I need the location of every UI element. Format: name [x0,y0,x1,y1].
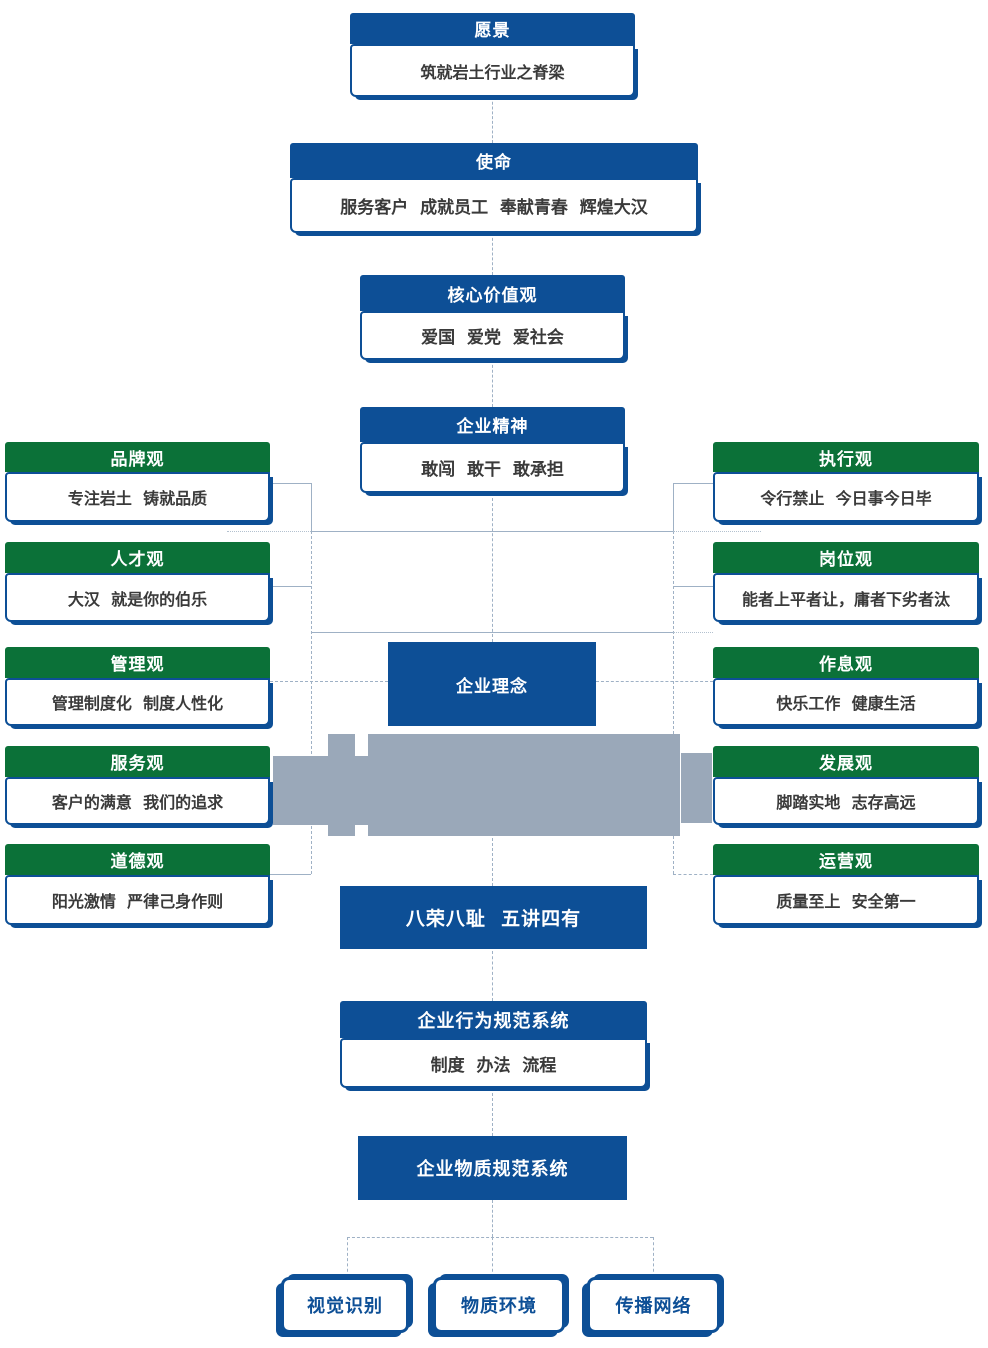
node-brand-body: 专注岩土 铸就品质 [5,472,270,522]
node-spirit-title: 企业精神 [360,407,625,442]
node-morality-title: 道德观 [5,844,270,875]
node-work-rest: 作息观 快乐工作 健康生活 [713,647,979,726]
connector-line [311,632,673,633]
node-vision-body: 筑就岩土行业之脊梁 [350,44,635,97]
node-operation: 运营观 质量至上 安全第一 [713,844,979,925]
connector-line [227,531,311,532]
connector-line [673,874,713,875]
node-position: 岗位观 能者上平者让，庸者下劣者汰 [713,542,979,622]
node-service: 服务观 客户的满意 我们的追求 [5,746,270,825]
node-operation-body: 质量至上 安全第一 [713,875,979,925]
node-development: 发展观 脚踏实地 志存高远 [713,746,979,825]
node-talent: 人才观 大汉 就是你的伯乐 [5,542,270,622]
node-vision: 愿景 筑就岩土行业之脊梁 [350,13,635,97]
node-core-values-body: 爱国 爱党 爱社会 [360,311,625,360]
node-talent-body: 大汉 就是你的伯乐 [5,573,270,622]
connector-line [311,483,312,531]
connector-line [270,874,311,875]
connector-line [492,233,493,275]
gray-arrow-shape [681,753,712,823]
connector-line [492,951,493,1001]
connector-line [673,586,713,587]
node-management: 管理观 管理制度化 制度人性化 [5,647,270,726]
node-execution-title: 执行观 [713,442,979,472]
node-execution: 执行观 令行禁止 今日事今日毕 [713,442,979,522]
node-brand: 品牌观 专注岩土 铸就品质 [5,442,270,522]
node-philosophy: 企业理念 [388,642,596,726]
node-mission: 使命 服务客户 成就员工 奉献青春 辉煌大汉 [290,143,698,233]
node-core-values: 核心价值观 爱国 爱党 爱社会 [360,275,625,360]
node-management-title: 管理观 [5,647,270,678]
connector-line [347,1237,653,1238]
node-service-body: 客户的满意 我们的追求 [5,777,270,825]
node-execution-body: 令行禁止 今日事今日毕 [713,472,979,522]
node-development-body: 脚踏实地 志存高远 [713,777,979,825]
node-behavior-system-title: 企业行为规范系统 [340,1001,647,1038]
node-material-system: 企业物质规范系统 [358,1136,627,1200]
connector-line [270,681,388,682]
node-spirit-body: 敢闯 敢干 敢承担 [360,442,625,493]
node-material-env: 物质环境 [433,1277,565,1333]
connector-line [653,1237,654,1277]
connector-line [492,360,493,407]
node-behavior-system: 企业行为规范系统 制度 办法 流程 [340,1001,647,1088]
node-work-rest-title: 作息观 [713,647,979,678]
connector-line [673,531,674,874]
node-vision-title: 愿景 [350,13,635,44]
node-position-body: 能者上平者让，庸者下劣者汰 [713,573,979,622]
connector-line [673,632,713,633]
node-position-title: 岗位观 [713,542,979,573]
node-mission-title: 使命 [290,143,698,178]
node-spirit: 企业精神 敢闯 敢干 敢承担 [360,407,625,493]
connector-line [673,531,761,532]
connector-line [492,493,493,642]
node-development-title: 发展观 [713,746,979,777]
node-morality-body: 阳光激情 严律己身作则 [5,875,270,925]
connector-line [492,1237,493,1277]
node-morality: 道德观 阳光激情 严律己身作则 [5,844,270,925]
node-service-title: 服务观 [5,746,270,777]
gray-arrow-shape [368,734,680,836]
connector-line [492,97,493,143]
node-core-values-title: 核心价值观 [360,275,625,311]
node-talent-title: 人才观 [5,542,270,573]
connector-line [311,531,673,532]
node-comm-network: 传播网络 [587,1277,720,1333]
connector-line [673,483,674,531]
node-work-rest-body: 快乐工作 健康生活 [713,678,979,726]
connector-line [270,483,311,484]
node-operation-title: 运营观 [713,844,979,875]
connector-line [492,1088,493,1136]
gray-arrow-shape [328,734,355,836]
connector-line [492,838,493,886]
node-eight-honors: 八荣八耻 五讲四有 [340,886,647,949]
connector-line [270,586,311,587]
node-brand-title: 品牌观 [5,442,270,472]
node-behavior-system-body: 制度 办法 流程 [340,1038,647,1088]
connector-line [492,1200,493,1237]
connector-line [311,531,312,874]
node-management-body: 管理制度化 制度人性化 [5,678,270,726]
connector-line [347,1237,348,1277]
connector-line [673,483,713,484]
node-mission-body: 服务客户 成就员工 奉献青春 辉煌大汉 [290,178,698,233]
node-visual-identity: 视觉识别 [281,1277,409,1333]
connector-line [596,681,713,682]
